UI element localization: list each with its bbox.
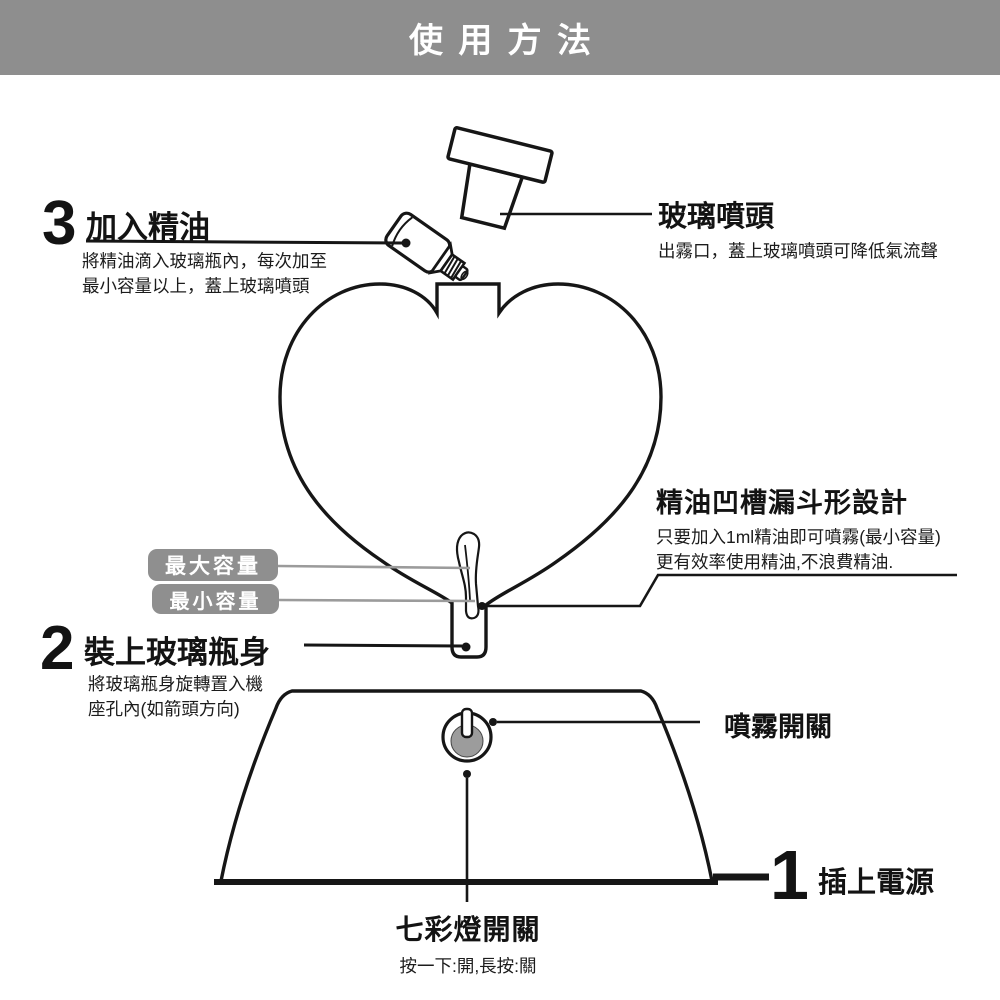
nozzle-label-block: 玻璃噴頭 出霧口，蓋上玻璃噴頭可降低氣流聲 xyxy=(658,193,938,264)
spray-switch-label: 噴霧開關 xyxy=(724,712,832,742)
power-button-icon xyxy=(441,707,493,763)
step1-heading: 插上電源 xyxy=(818,867,935,899)
step3-heading: 加入精油 xyxy=(86,210,210,245)
step3-number: 3 xyxy=(42,189,77,258)
funnel-heading: 精油凹槽漏斗形設計 xyxy=(656,488,908,518)
max-capacity-label: 最大容量 xyxy=(165,555,261,578)
leader-line-min-capacity xyxy=(278,598,476,603)
leader-line-step2 xyxy=(303,642,471,652)
oil-bottle-illustration xyxy=(384,211,469,282)
leader-line-funnel-note xyxy=(478,573,957,610)
min-capacity-label: 最小容量 xyxy=(169,590,262,613)
nozzle-desc: 出霧口，蓋上玻璃噴頭可降低氣流聲 xyxy=(658,241,938,261)
title-banner: 使用方法 xyxy=(0,0,1000,75)
leader-line-max-capacity xyxy=(277,564,471,570)
max-capacity-badge: 最大容量 xyxy=(148,549,278,581)
funnel-note-block: 精油凹槽漏斗形設計 只要加入1ml精油即可噴霧(最小容量) 更有效率使用精油,不… xyxy=(656,481,941,575)
leader-line-step3 xyxy=(85,238,411,248)
glass-nozzle-illustration xyxy=(446,126,554,231)
leader-line-spray-switch xyxy=(489,718,700,726)
light-switch-desc: 按一下:開,長按:關 xyxy=(399,956,537,976)
heart-bottle-outline xyxy=(278,282,663,659)
light-switch-block: 七彩燈開關 按一下:開,長按:關 xyxy=(330,908,606,979)
funnel-desc-line2: 更有效率使用精油,不浪費精油. xyxy=(656,552,894,572)
step2-number: 2 xyxy=(40,614,75,683)
nozzle-heading: 玻璃噴頭 xyxy=(658,201,775,233)
leader-line-light-switch xyxy=(463,770,471,902)
light-switch-heading: 七彩燈開關 xyxy=(395,914,541,945)
step3-desc-line1: 將精油滴入玻璃瓶內，每次加至 xyxy=(82,251,327,271)
step2-desc-line2: 座孔內(如箭頭方向) xyxy=(88,699,240,719)
page-title: 使用方法 xyxy=(409,22,607,60)
step3-desc-line2: 最小容量以上，蓋上玻璃噴頭 xyxy=(82,276,310,296)
min-capacity-badge: 最小容量 xyxy=(152,584,279,614)
step1-number: 1 xyxy=(770,836,809,914)
funnel-desc-line1: 只要加入1ml精油即可噴霧(最小容量) xyxy=(656,527,941,547)
step2-heading: 裝上玻璃瓶身 xyxy=(84,635,270,670)
step2-desc-line1: 將玻璃瓶身旋轉置入機 xyxy=(88,674,263,694)
